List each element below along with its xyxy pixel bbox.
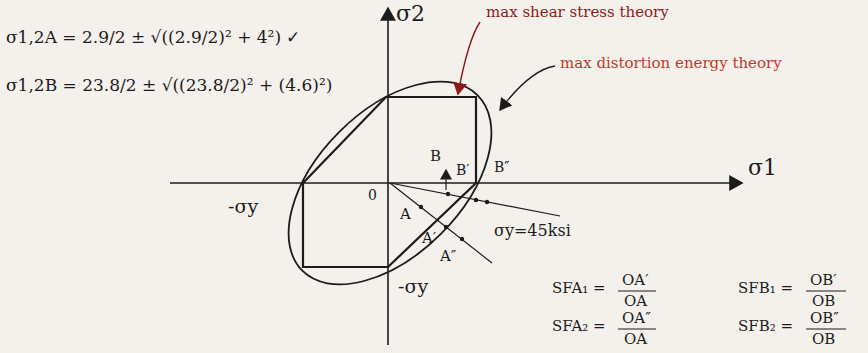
point-b-prime [474,198,478,202]
fraction-part: OA [624,331,647,348]
point-label: B [430,148,441,165]
point-label: A″ [440,248,456,265]
sigma2-axis [387,8,389,345]
fraction-bar [618,290,656,291]
load-line-b [390,183,560,216]
max-shear-hexagon [303,97,476,267]
point-label: A′ [422,230,436,247]
axis-value: -σy [228,196,258,217]
axis-value: -σy [398,276,428,297]
formula: σ1,2A = 2.9/2 ± √((2.9/2)² + 4²) ✓ [6,28,300,47]
theory-label: max shear stress theory [486,4,669,21]
point-label: B′ [456,163,469,178]
axis-label: σ1 [748,156,777,180]
origin-label: 0 [368,188,377,203]
formula: σ1,2B = 23.8/2 ± √((23.8/2)² + (4.6)²) [6,76,332,95]
safety-factor: SFA₂ = [552,318,606,335]
point-label: A [400,206,411,223]
safety-factor: SFB₁ = [738,280,793,297]
fraction-part: OB″ [810,310,839,327]
b-pointer [445,170,446,190]
fraction-part: OB [812,331,835,348]
fraction-part: OB [812,293,835,310]
fraction-part: OA [624,293,647,310]
point-b [446,192,450,196]
fraction-part: OA′ [622,272,649,289]
safety-factor: SFA₁ = [552,280,606,297]
shear-theory-leader [458,22,480,94]
fraction-bar [806,328,846,329]
axis-label: σ2 [396,2,425,26]
fraction-part: OA″ [622,310,651,327]
safety-factor: SFB₂ = [738,318,793,335]
distortion-theory-leader [500,66,555,110]
theory-label: max distortion energy theory [560,55,782,72]
point-b-double-prime [485,200,489,204]
point-a-prime [444,225,448,229]
point-label: B″ [494,160,510,175]
point-a-double-prime [460,237,464,241]
yield-value: σy=45ksi [494,222,571,240]
fraction-part: OB′ [810,272,837,289]
fraction-bar [806,290,846,291]
sigma1-axis [170,182,742,184]
point-a [419,205,423,209]
fraction-bar [618,328,656,329]
